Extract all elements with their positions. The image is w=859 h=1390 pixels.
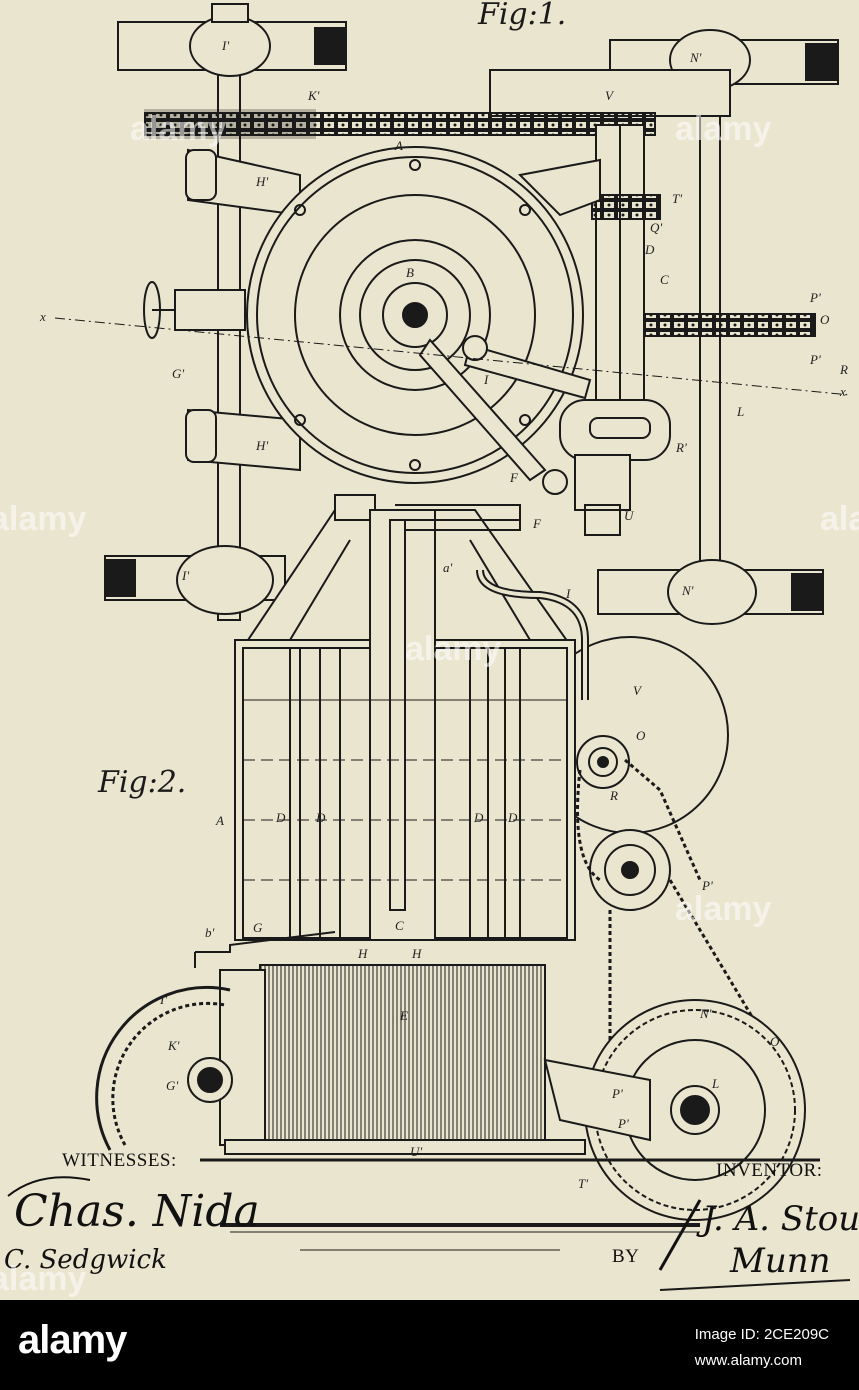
label-Q-fig2: O (636, 728, 646, 743)
label-H-right: H (411, 946, 422, 961)
label-H1-lower: H' (255, 438, 268, 453)
label-I1-lower: I' (181, 568, 189, 583)
label-x-left: x (39, 309, 46, 324)
label-G1: G' (172, 366, 184, 381)
label-G-fig2: G (253, 920, 263, 935)
site-url: www.alamy.com (695, 1348, 829, 1374)
label-D: D (644, 242, 655, 257)
drum-e (260, 965, 545, 1140)
label-Q1: Q' (650, 220, 662, 235)
label-B: B (406, 265, 414, 280)
watermark-6: alamy (675, 890, 771, 928)
label-R: R (839, 362, 848, 377)
figure-1-label: Fig:1. (477, 0, 566, 32)
label-O: O (820, 312, 830, 327)
label-H1-top: H' (255, 174, 268, 189)
label-E: E (399, 1008, 408, 1023)
witnesses-caption: WITNESSES: (62, 1150, 177, 1171)
label-K1-fig2: K' (167, 1038, 180, 1053)
label-P1-fig2a: P' (611, 1086, 623, 1101)
label-x-right: x (839, 384, 846, 399)
label-P1-lower: P' (809, 352, 821, 367)
witness-signature-1: Chas. Nida (14, 1186, 260, 1237)
label-K1-top: K' (307, 88, 320, 103)
label-D-right2: D (507, 810, 518, 825)
label-A-top: A (394, 138, 403, 153)
alamy-logo: alamy (18, 1318, 126, 1363)
wheel-bottom-right (598, 560, 823, 624)
image-id: Image ID: 2CE209C (695, 1322, 829, 1348)
label-F-top: F (509, 470, 519, 485)
label-P1-top: P' (809, 290, 821, 305)
label-F-fig2: F (532, 516, 542, 531)
label-a1: a' (443, 560, 453, 575)
watermark-7: alamy (0, 1260, 86, 1298)
label-P1-fig2b: P' (617, 1116, 629, 1131)
label-N1-fig2: N' (699, 1006, 712, 1021)
label-D-left2: D (315, 810, 326, 825)
label-L-fig2: L (711, 1076, 719, 1091)
inventor-caption: INVENTOR: (716, 1160, 823, 1181)
main-drum (247, 147, 583, 483)
label-C: C (660, 272, 669, 287)
label-I1-fig2: I' (159, 992, 167, 1007)
label-H-left: H (357, 946, 368, 961)
label-D-right: D (473, 810, 484, 825)
stock-info-bar: alamy Image ID: 2CE209C www.alamy.com (0, 1300, 859, 1390)
label-A-fig2: A (215, 813, 224, 828)
label-T1-fig2: T' (578, 1176, 588, 1191)
inventor-signature: J. A. Stout (696, 1199, 859, 1239)
label-T1: T' (672, 191, 682, 206)
patent-drawing: I' K' N' V A H' B C Q' T' D P' O R P' x … (0, 0, 859, 1300)
label-O-fig2: O (770, 1034, 780, 1049)
watermark-2: alamy (675, 110, 771, 148)
label-C-fig2: C (395, 918, 404, 933)
watermark-4: alamy (405, 630, 501, 668)
label-L: L (736, 404, 744, 419)
label-K-fig2: R (609, 788, 618, 803)
watermark-1: alamy (130, 110, 226, 148)
inner-tube (370, 510, 435, 940)
figure-2-label: Fig:2. (97, 765, 186, 800)
watermark-3: alamy (0, 500, 86, 538)
label-I-fig2: I (565, 586, 571, 601)
label-I: I (483, 372, 489, 387)
spigot (175, 290, 245, 330)
patent-drawing-svg: I' K' N' V A H' B C Q' T' D P' O R P' x … (0, 0, 859, 1300)
watermark-5: alamy (820, 500, 859, 538)
label-N1-lower: N' (681, 583, 694, 598)
label-D-left: D (275, 810, 286, 825)
label-I1-top: I' (221, 38, 229, 53)
wheel-bottom-left (105, 546, 285, 614)
label-b1: b' (205, 925, 215, 940)
label-U1: U' (410, 1144, 422, 1159)
wheel-top-left (118, 4, 346, 76)
by-caption: BY (612, 1246, 639, 1267)
label-U: U (624, 508, 635, 523)
stock-info-text: Image ID: 2CE209C www.alamy.com (695, 1322, 829, 1374)
label-R1: R' (675, 440, 687, 455)
label-G1-fig2: G' (166, 1078, 178, 1093)
label-N1-top: N' (689, 50, 702, 65)
attorney-signature: Munn (729, 1241, 831, 1281)
